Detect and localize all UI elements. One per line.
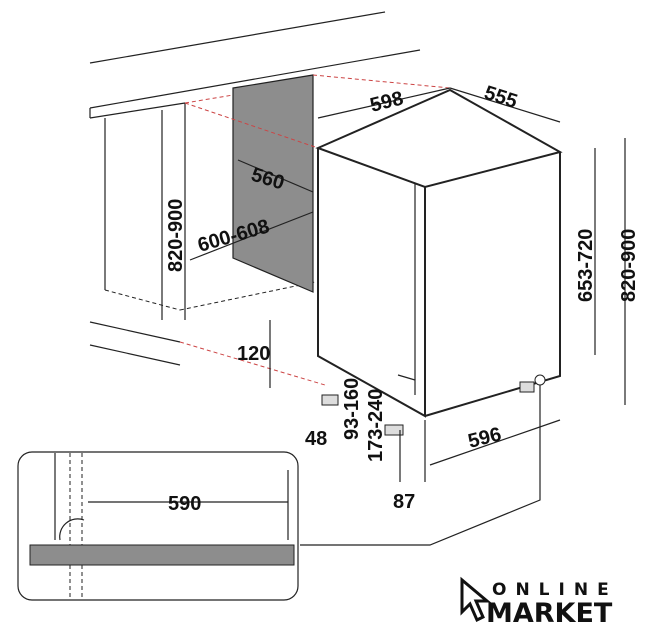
niche-back-panel	[232, 74, 314, 293]
plinth-range-1-label: 93-160	[341, 378, 363, 440]
svg-text:ONLINE: ONLINE	[492, 580, 618, 600]
foot-offset-label: 48	[305, 428, 327, 450]
plinth-range-2-label: 173-240	[365, 389, 387, 462]
front-width-label: 596	[466, 423, 504, 452]
inset-width-label: 590	[168, 493, 201, 515]
cursor-icon	[460, 576, 492, 623]
dimension-lines	[161, 87, 626, 482]
appliance-depth-label: 555	[481, 82, 520, 113]
door-offset-label: 87	[393, 491, 415, 513]
dishwasher-body	[300, 88, 563, 546]
countertop	[89, 11, 421, 366]
inset-detail	[17, 451, 299, 601]
niche-height-label: 820-900	[165, 199, 187, 272]
red-guides	[179, 74, 451, 386]
total-height-label: 820-900	[618, 229, 640, 302]
plinth-height-label: 120	[237, 343, 270, 365]
appliance-height-label: 653-720	[575, 229, 597, 302]
online-market-logo: ONLINE MARKET	[460, 576, 618, 629]
svg-text:MARKET: MARKET	[486, 598, 613, 629]
